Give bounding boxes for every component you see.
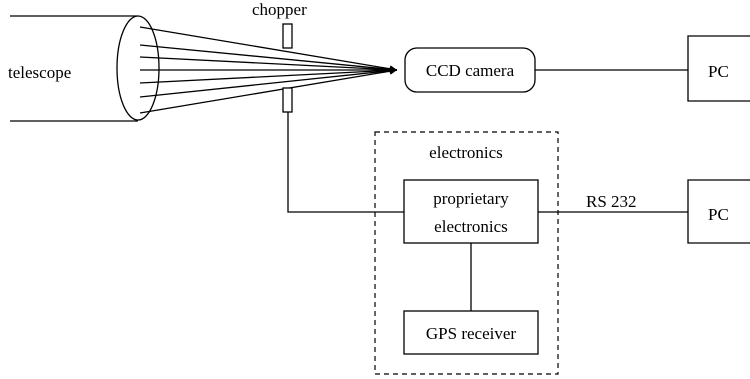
proprietary-electronics-box (403, 179, 539, 244)
pc-top-box (687, 35, 750, 102)
light-ray-2 (139, 44, 398, 73)
chopper-to-electronics-line (287, 112, 405, 213)
chopper: chopper (252, 0, 307, 113)
pc-bottom-label: PC (708, 205, 729, 224)
electronics-group: electronics (374, 131, 559, 375)
light-ray-7 (139, 67, 398, 114)
light-rays (139, 26, 398, 114)
gps-receiver-label: GPS receiver (426, 324, 517, 343)
gps-receiver: GPS receiver (403, 310, 539, 355)
electronics-group-border (374, 131, 559, 375)
gps-receiver-box (403, 310, 539, 355)
electronics-group-label: electronics (429, 143, 503, 162)
telescope-label: telescope (8, 63, 71, 82)
proprietary-electronics: proprietary electronics (403, 179, 539, 244)
light-ray-1 (139, 26, 398, 73)
chopper-label: chopper (252, 0, 307, 19)
light-ray-6 (139, 67, 398, 98)
telescope: telescope (8, 15, 160, 122)
pc-top: PC (687, 35, 750, 102)
chopper-blade-bottom (282, 87, 293, 113)
chopper-blade-top (282, 23, 293, 49)
rs232-label: RS 232 (586, 192, 637, 211)
pc-top-label: PC (708, 62, 729, 81)
ccd-camera-label: CCD camera (426, 61, 515, 80)
telescope-aperture (116, 15, 160, 121)
proprietary-electronics-label-line2: electronics (434, 217, 508, 236)
light-ray-3 (139, 56, 398, 74)
pc-bottom-box (687, 179, 750, 244)
proprietary-electronics-label-line1: proprietary (433, 189, 509, 208)
light-ray-5 (139, 66, 398, 84)
ccd-camera: CCD camera (404, 47, 536, 93)
pc-bottom: PC (687, 179, 750, 244)
